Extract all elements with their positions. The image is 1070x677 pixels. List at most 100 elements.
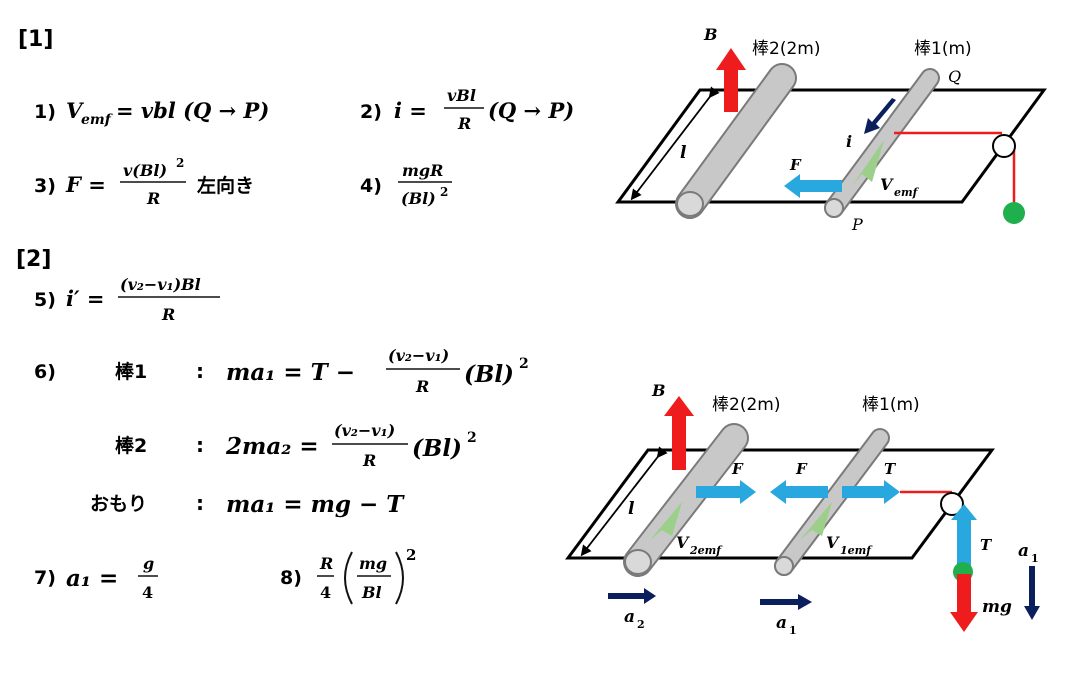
magnetic-field-arrow-top: [716, 48, 746, 112]
q8-number: 8): [280, 567, 302, 589]
a1-label: a: [776, 613, 787, 633]
rod1-label-top: 棒1(m): [914, 39, 972, 59]
v2emf-sub: 2emf: [689, 544, 723, 557]
q1-number: 1): [34, 101, 56, 123]
q6-row1-label: 棒1: [115, 360, 147, 383]
q8-exp: 2: [406, 546, 416, 564]
emf-arrow-top: [852, 140, 884, 186]
q2-number: 2): [360, 101, 382, 123]
rod2-label-top: 棒2(2m): [752, 39, 820, 59]
q5-lhs: i′ =: [66, 286, 104, 311]
tension-arrow-weight: [951, 504, 977, 566]
force-arrow-top: [784, 174, 842, 198]
q6-number: 6): [34, 361, 56, 383]
length-label-top: l: [680, 143, 687, 163]
diagram-top: l B 棒2(2m) 棒1(m) Q P i F V emf: [615, 25, 1047, 234]
diagram-bottom: l B 棒2(2m) 棒1(m) F F T V 2emf V 1emf: [565, 381, 1040, 637]
q3-frac-exp: 2: [176, 156, 184, 170]
q8-left-paren: [344, 551, 353, 605]
q8-frac-den: Bl: [361, 583, 382, 602]
a1-label-right: a: [1018, 541, 1029, 561]
v1emf-sub: 1emf: [840, 544, 873, 557]
q6-row2-exp: 2: [467, 430, 477, 446]
mg-label: mg: [982, 597, 1012, 617]
vemf-label-top: V: [880, 175, 894, 194]
q4-number: 4): [360, 175, 382, 197]
q4-frac-den: (Bl): [401, 189, 436, 208]
a1-sub: 1: [789, 624, 797, 637]
accel-arrow-rod1: [760, 594, 812, 610]
tension-label-weight: T: [980, 536, 993, 554]
q6-row1-lhs: ma₁ = T −: [226, 359, 355, 386]
q6-row1-exp: 2: [519, 356, 529, 372]
force-label-rod2: F: [731, 460, 744, 478]
current-label-top: i: [846, 132, 852, 151]
length-arrow-bottom: [580, 446, 668, 557]
accel-arrow-weight: [1024, 566, 1040, 620]
q4-frac-exp: 2: [440, 185, 448, 199]
vemf-sub-top: emf: [894, 186, 920, 199]
q2-lhs: i =: [394, 98, 427, 123]
q6-row2-lhs: 2ma₂ =: [225, 433, 319, 460]
tension-label-rod1: T: [884, 460, 897, 478]
q1-lhs: V: [66, 98, 85, 123]
q6-row3-label: おもり: [90, 493, 147, 515]
q6-row3-eq: ma₁ = mg − T: [226, 491, 405, 518]
q1-rhs: = vbl (Q → P): [116, 98, 269, 123]
p-label-top: P: [851, 215, 863, 234]
rod2-top: [675, 63, 797, 219]
force-label-rod1: F: [795, 460, 808, 478]
q6-row2-frac-den: R: [362, 451, 376, 470]
v1emf-label: V: [826, 533, 840, 552]
emf-arrow-rod2: [650, 502, 682, 540]
length-label-bottom: l: [628, 499, 635, 519]
rod1-label-bottom: 棒1(m): [862, 395, 920, 415]
q3-frac-den: R: [146, 189, 160, 208]
pulley-bottom: [940, 492, 964, 516]
q6-row1-tail: (Bl): [464, 361, 514, 388]
q6-row2-frac-top: (v₂−v₁): [334, 421, 395, 440]
tension-arrow-rod1: [842, 480, 900, 504]
q8-coef-den: 4: [320, 583, 331, 602]
accel-arrow-rod2: [608, 588, 656, 604]
force-arrow-rod1-left: [770, 480, 828, 504]
weight-top: [1003, 202, 1025, 224]
magnetic-field-arrow-bottom: [664, 396, 694, 470]
q6-row1-frac-den: R: [415, 377, 429, 396]
q8-right-paren: [395, 551, 404, 605]
q7-frac-top: g: [143, 554, 154, 573]
q3-tail: 左向き: [197, 174, 254, 197]
q1-sub: emf: [81, 112, 114, 128]
q7-number: 7): [34, 567, 56, 589]
section1-header: [1]: [18, 27, 53, 52]
gravity-arrow: [950, 574, 978, 632]
q6-row2-label: 棒2: [115, 434, 147, 457]
q8-frac-top: mg: [359, 554, 387, 573]
q6-row1-frac-top: (v₂−v₁): [388, 346, 449, 365]
q5-frac-den: R: [161, 305, 175, 324]
q3-lhs: F =: [65, 172, 106, 197]
force-label-top: F: [789, 156, 802, 174]
q-label-top: Q: [948, 67, 961, 86]
q2-tail: (Q → P): [488, 98, 574, 123]
current-arrow-top: [864, 98, 896, 134]
q4-frac-top: mgR: [402, 161, 443, 180]
q6-row1-colon: :: [196, 359, 204, 383]
q3-frac-top: v(Bl): [123, 161, 167, 180]
q6-row3-colon: :: [196, 491, 204, 515]
q6-row2-tail: (Bl): [412, 435, 462, 462]
rod2-label-bottom: 棒2(2m): [712, 395, 780, 415]
rod2-bottom: [623, 423, 749, 577]
a2-label: a: [624, 607, 635, 627]
force-arrow-rod2: [696, 480, 756, 504]
q2-frac-top: vBl: [447, 86, 476, 105]
q7-frac-den: 4: [142, 583, 153, 602]
v2emf-label: V: [676, 533, 690, 552]
a1-sub-right: 1: [1031, 552, 1039, 565]
a2-sub: 2: [637, 618, 645, 631]
b-label-bottom: B: [651, 381, 666, 400]
length-arrow-top: [630, 86, 720, 201]
q6-row2-colon: :: [196, 433, 204, 457]
q3-number: 3): [34, 175, 56, 197]
